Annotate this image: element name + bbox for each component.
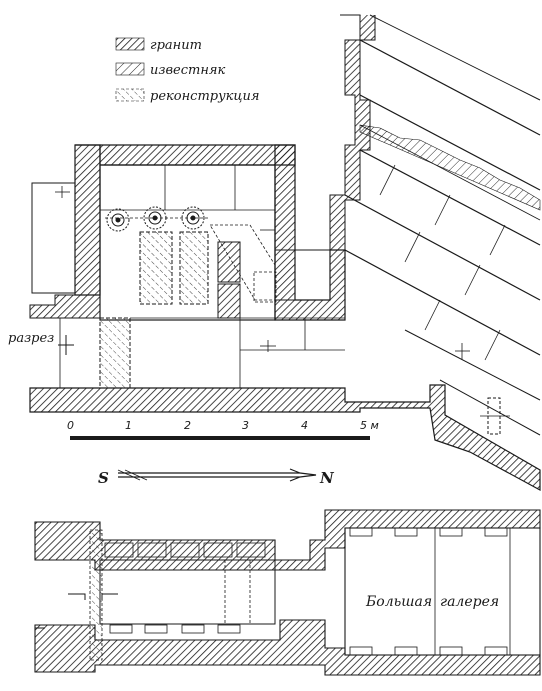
plan-reconstructed-block: [224, 559, 251, 625]
floor-masonry: [29, 384, 541, 492]
chamber-interior: [99, 164, 276, 321]
plan-drawing: Большая галерея: [34, 509, 541, 676]
scale-tick: 1: [125, 419, 132, 432]
plan-reconstructed-edge: [89, 529, 103, 661]
north-label: N: [319, 469, 335, 487]
section-drawing: разрез: [8, 14, 541, 492]
legend-label-reconstruction: реконструкция: [150, 89, 259, 104]
granite-block: [217, 283, 241, 319]
legend-label-granite: гранит: [150, 38, 202, 53]
left-step-masonry: [29, 294, 101, 319]
chamber-left-wall: [74, 144, 101, 296]
scale-tick: 2: [184, 419, 191, 432]
orientation-arrow: S N: [98, 468, 335, 487]
arrow-feather: [117, 469, 141, 481]
limestone-swatch: [115, 62, 145, 76]
legend-item-granite: гранит: [115, 37, 202, 53]
reconstruction-outline: [209, 224, 276, 301]
gallery-line: [344, 249, 541, 356]
antechamber-block: [31, 182, 76, 294]
legend-label-limestone: известняк: [150, 63, 226, 78]
gallery-line: [369, 14, 541, 101]
legend-item-limestone: известняк: [115, 62, 226, 78]
gallery-line: [359, 94, 541, 191]
granite-swatch: [115, 37, 145, 51]
granite-block: [217, 241, 241, 283]
gallery-wall-notches: [349, 527, 508, 656]
reconstructed-block: [99, 317, 131, 389]
joint-line: [434, 194, 451, 226]
plan-upper-wall: [34, 509, 541, 571]
gallery-rough-band: [359, 124, 541, 211]
joint-line: [464, 264, 481, 296]
roller-1: [106, 208, 130, 232]
scale-tick: 3: [242, 419, 249, 432]
scale-bar: 0 1 2 3 4 5 м: [67, 419, 379, 440]
portcullis-slab-2: [179, 231, 209, 305]
arrow-icon: [118, 468, 317, 482]
portcullis-slab-1: [139, 231, 173, 305]
gallery-line: [359, 39, 541, 136]
plan-upper-slabs: [104, 542, 266, 558]
great-gallery: [344, 527, 541, 656]
south-label: S: [98, 469, 109, 487]
passage-dashed-block: [253, 271, 277, 303]
reconstruction-swatch: [115, 88, 145, 102]
scale-tick: 4: [301, 419, 308, 432]
plan-lower-slabs: [109, 624, 241, 634]
section-label: разрез: [8, 331, 54, 346]
gallery-label-word1: Большая: [365, 594, 432, 610]
joint-line: [404, 231, 421, 263]
scale-tick-labels: 0 1 2 3 4 5 м: [67, 419, 379, 432]
gallery-line: [359, 149, 541, 246]
gallery-label-word2: галерея: [440, 594, 499, 610]
gallery-line: [439, 379, 541, 436]
legend: гранит известняк реконструкция: [115, 37, 259, 104]
passage-block: [274, 249, 331, 301]
gallery-line: [344, 194, 541, 301]
joint-line: [484, 329, 501, 361]
scale-tick: 5 м: [360, 419, 379, 432]
plan-lower-wall: [34, 619, 541, 676]
chamber-ceiling: [75, 144, 296, 166]
joint-line: [379, 164, 396, 196]
entry-marker: [68, 593, 118, 600]
gallery-line: [404, 329, 541, 401]
scale-bar-track: [70, 436, 370, 440]
joint-line: [424, 299, 441, 331]
arrow-feather: [124, 469, 148, 481]
joint-line: [489, 224, 506, 256]
scale-tick: 0: [67, 419, 74, 432]
legend-item-reconstruction: реконструкция: [115, 88, 259, 104]
